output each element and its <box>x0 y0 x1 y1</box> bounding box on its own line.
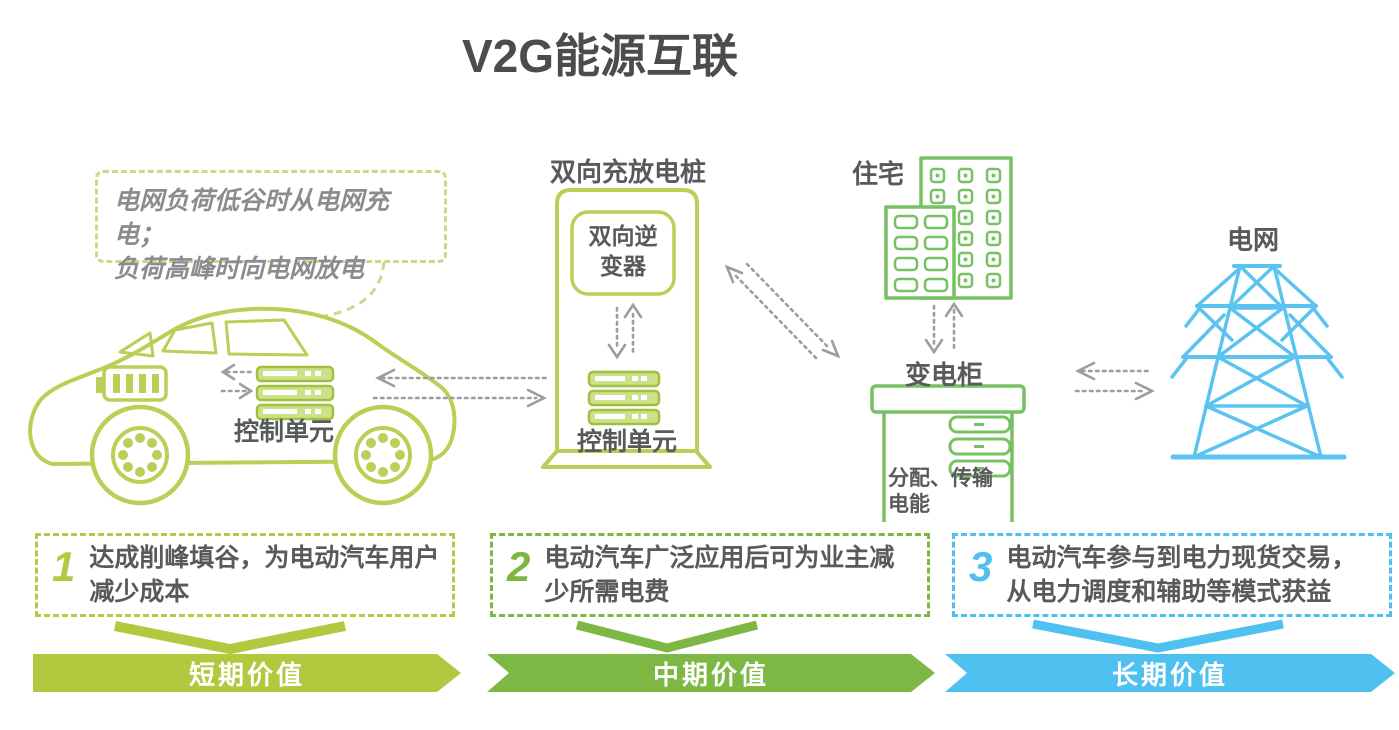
residence-substation-arrows <box>924 301 964 355</box>
banner-mid-term: 中期价值 <box>487 654 935 692</box>
substation-cabinet-icon <box>870 384 1026 522</box>
battery-controlunit-arrows <box>220 363 254 400</box>
electric-car-icon <box>28 306 457 506</box>
value-box-3-text: 电动汽车参与到电力现货交易，从电力调度和辅助等模式获益 <box>1006 544 1357 606</box>
value-box-2-number: 2 <box>507 543 531 590</box>
value-box-3: 3 电动汽车参与到电力现货交易，从电力调度和辅助等模式获益 <box>952 533 1392 617</box>
substation-grid-arrows <box>1074 361 1155 401</box>
charging-pile-label: 双向充放电桩 <box>549 157 706 187</box>
pile-control-unit-icon <box>587 370 661 426</box>
inverter-controlunit-arrows <box>607 302 643 360</box>
banner-long-term: 长期价值 <box>945 654 1395 692</box>
page-title: V2G能源互联 <box>462 30 739 82</box>
value-box-3-number: 3 <box>969 543 993 590</box>
power-grid-tower-icon <box>1170 264 1347 460</box>
value-box-1-text: 达成削峰填谷，为电动汽车用户减少成本 <box>89 544 440 606</box>
value-box-2-text: 电动汽车广泛应用后可为业主减少所需电费 <box>544 544 895 606</box>
speech-bubble: 电网负荷低谷时从电网充电； 负荷高峰时向电网放电 <box>95 170 447 283</box>
value-box-2: 2 电动汽车广泛应用后可为业主减少所需电费 <box>490 533 930 617</box>
pile-substation-arrows <box>724 262 841 362</box>
car-control-unit-icon <box>255 365 335 421</box>
chevron-long-term <box>1032 619 1284 653</box>
speech-bubble-tail <box>313 261 386 320</box>
pile-control-unit-label: 控制单元 <box>576 428 677 456</box>
residence-buildings-icon <box>884 156 1013 300</box>
grid-label: 电网 <box>1227 225 1280 255</box>
banner-short-term: 短期价值 <box>33 654 461 692</box>
battery-icon <box>96 365 168 402</box>
speech-bubble-line-1: 电网负荷低谷时从电网充电； <box>114 187 390 249</box>
substation-label: 变电柜 <box>905 360 984 390</box>
speech-bubble-line-2: 负荷高峰时向电网放电 <box>114 255 365 283</box>
residence-label: 住宅 <box>852 159 905 189</box>
car-control-unit-label: 控制单元 <box>234 418 335 446</box>
charging-pile-icon <box>541 188 712 469</box>
chevron-short-term <box>114 621 346 655</box>
chevron-mid-term <box>575 620 759 653</box>
value-box-1-number: 1 <box>52 543 76 590</box>
value-box-1: 1 达成削峰填谷，为电动汽车用户减少成本 <box>35 533 455 617</box>
substation-function-label: 分配、传输 电能 <box>888 467 993 516</box>
car-pile-arrows <box>372 368 550 408</box>
inverter-label: 双向逆 变器 <box>588 223 658 279</box>
